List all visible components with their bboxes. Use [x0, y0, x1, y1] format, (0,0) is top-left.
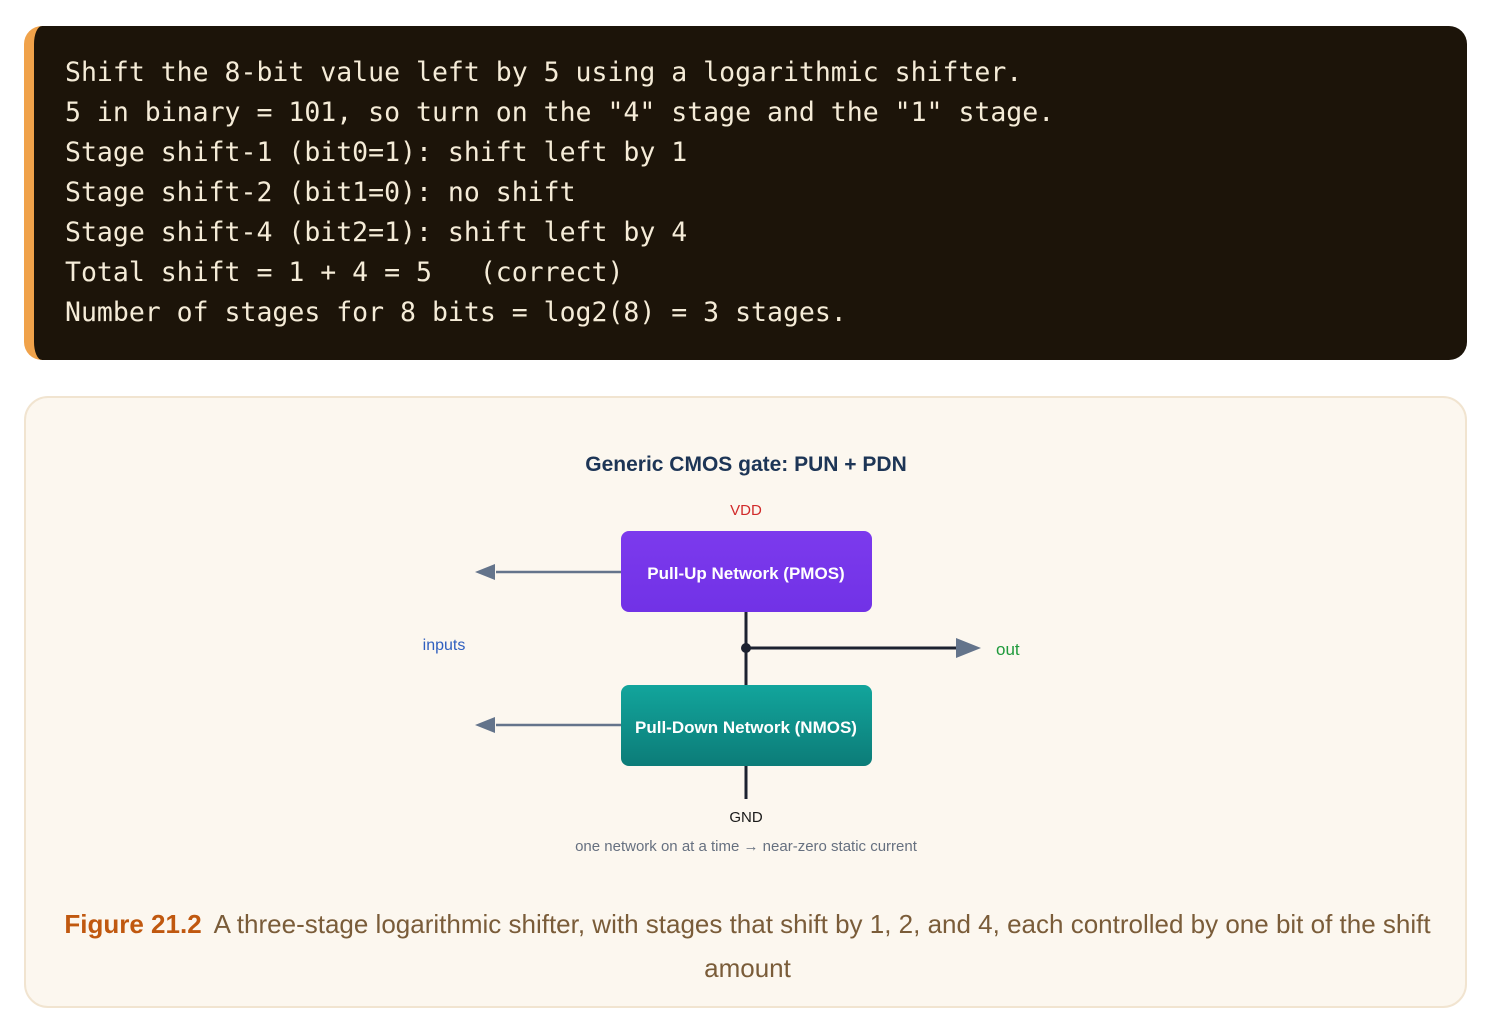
figure-caption: Figure 21.2 A three-stage logarithmic shi…: [56, 902, 1439, 990]
figure-card: Generic CMOS gate: PUN + PDN VDD Pull-Up…: [24, 396, 1467, 1008]
code-line: Shift the 8-bit value left by 5 using a …: [65, 57, 1023, 88]
diagram-note: one network on at a time → near-zero sta…: [575, 838, 918, 855]
diagram-title: Generic CMOS gate: PUN + PDN: [585, 453, 907, 476]
inputs-label: inputs: [423, 637, 466, 654]
code-block: Shift the 8-bit value left by 5 using a …: [24, 26, 1467, 360]
code-line: Total shift = 1 + 4 = 5 (correct): [65, 257, 624, 288]
gnd-label: GND: [729, 809, 763, 826]
vdd-label: VDD: [730, 502, 762, 519]
pun-input-arrowhead: [475, 564, 495, 580]
code-line: 5 in binary = 101, so turn on the "4" st…: [65, 97, 1055, 128]
pun-label: Pull-Up Network (PMOS): [647, 564, 844, 583]
pun-box: [621, 531, 872, 612]
code-line: Stage shift-4 (bit2=1): shift left by 4: [65, 217, 688, 248]
figure-caption-text: A three-stage logarithmic shifter, with …: [213, 909, 1431, 983]
pdn-box: [621, 685, 872, 766]
cmos-diagram: Generic CMOS gate: PUN + PDN VDD Pull-Up…: [423, 453, 1020, 855]
figure-label: Figure 21.2: [64, 909, 202, 939]
code-line: Stage shift-1 (bit0=1): shift left by 1: [65, 137, 688, 168]
pdn-input-arrowhead: [475, 717, 495, 733]
pdn-label: Pull-Down Network (NMOS): [635, 718, 857, 737]
output-arrowhead: [956, 638, 981, 658]
code-line: Stage shift-2 (bit1=0): no shift: [65, 177, 576, 208]
out-label: out: [996, 640, 1020, 659]
code-line: Number of stages for 8 bits = log2(8) = …: [65, 297, 847, 328]
